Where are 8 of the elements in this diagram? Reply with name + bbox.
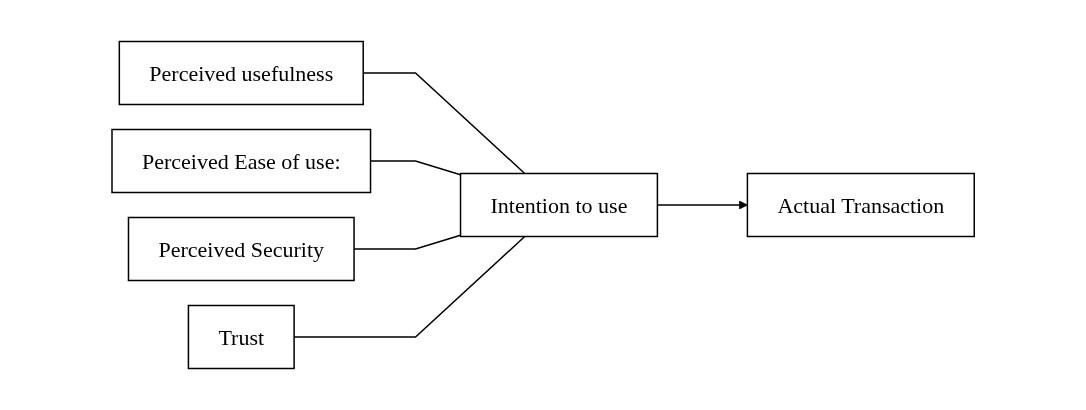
node-box: Perceived usefulness: [118, 40, 364, 106]
connector: [293, 235, 526, 338]
node-box: Perceived Ease of use:: [111, 128, 372, 194]
node-box: Actual Transaction: [746, 172, 975, 238]
node-box: Intention to use: [459, 172, 659, 238]
connector: [353, 234, 462, 250]
node-box: Perceived Security: [127, 216, 355, 282]
node-box: Trust: [187, 304, 295, 370]
